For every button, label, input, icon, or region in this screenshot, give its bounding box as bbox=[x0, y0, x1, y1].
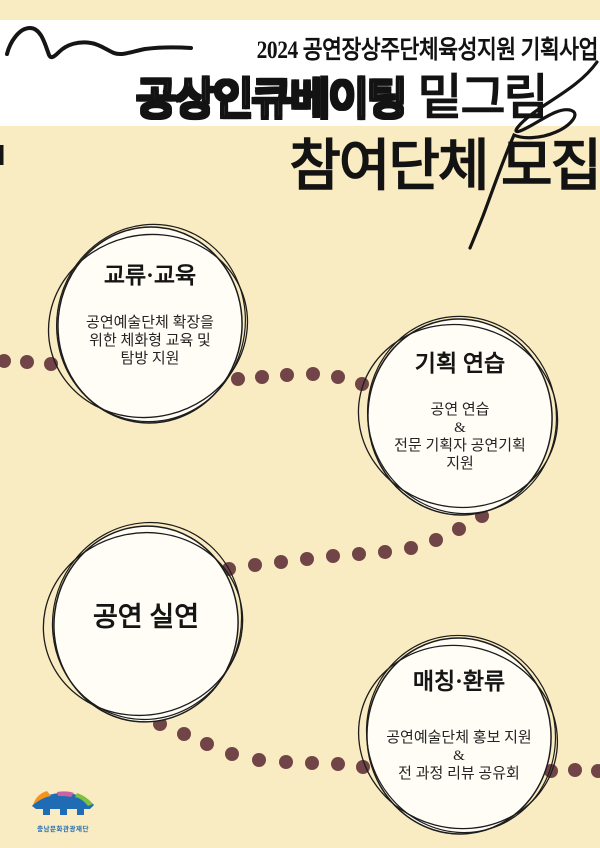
path-dot bbox=[305, 756, 319, 770]
stage-description-line: 지원 bbox=[446, 456, 474, 472]
sketch-circle-icon bbox=[47, 223, 249, 424]
path-dot bbox=[331, 757, 345, 771]
path-dot bbox=[177, 727, 191, 741]
sketch-circle-icon bbox=[357, 634, 559, 835]
path-dot bbox=[20, 355, 34, 369]
program-title: 2024 공연장상주단체육성지원 기획사업 bbox=[256, 37, 599, 64]
path-dot bbox=[231, 372, 245, 386]
stage-description-line: & bbox=[454, 420, 466, 436]
stage-circle-planning-practice: 기획 연습 공연 연습 & 전문 기획자 공연기획 지원 bbox=[352, 309, 568, 525]
path-dot bbox=[326, 549, 340, 563]
edge-tick-mark bbox=[0, 145, 4, 165]
path-dot bbox=[200, 737, 214, 751]
path-dot bbox=[452, 522, 466, 536]
stage-title: 기획 연습 bbox=[414, 351, 506, 376]
path-dot bbox=[280, 368, 294, 382]
header-white-band bbox=[0, 20, 600, 126]
stage-description-line: 전 과정 리뷰 공유회 bbox=[398, 766, 520, 782]
path-dot bbox=[352, 547, 366, 561]
stage-description-line: 공연예술단체 홍보 지원 bbox=[386, 730, 532, 746]
foundation-logo: 충남문화관광재단 bbox=[30, 791, 96, 833]
path-dot bbox=[255, 370, 269, 384]
stage-description: 공연예술단체 홍보 지원 & 전 과정 리뷰 공유회 bbox=[351, 729, 567, 783]
stage-description-line: 공연예술단체 확장을 bbox=[86, 315, 214, 331]
main-title: 공상인큐베이팅 밑그림 bbox=[135, 58, 549, 129]
path-dot bbox=[355, 377, 369, 391]
path-dot bbox=[279, 755, 293, 769]
path-dot bbox=[274, 555, 288, 569]
path-dot bbox=[225, 747, 239, 761]
foundation-roof-logo-icon bbox=[32, 791, 94, 815]
path-dot bbox=[404, 541, 418, 555]
path-dot bbox=[356, 760, 370, 774]
path-dot bbox=[248, 558, 262, 572]
foundation-logo-text: 충남문화관광재단 bbox=[37, 826, 89, 833]
path-dot bbox=[591, 764, 600, 778]
stage-circle-performance: 공연 실연 bbox=[38, 516, 254, 732]
path-dot bbox=[568, 763, 582, 777]
scribble-line-icon bbox=[5, 25, 193, 60]
stage-description: 공연 연습 & 전문 기획자 공연기획 지원 bbox=[352, 401, 568, 473]
path-dot bbox=[306, 367, 320, 381]
path-dot bbox=[378, 545, 392, 559]
main-title-outline-text: 공상인큐베이팅 bbox=[135, 74, 409, 125]
path-dot bbox=[429, 533, 443, 547]
stage-circle-matching-feedback: 매칭·환류 공연예술단체 홍보 지원 & 전 과정 리뷰 공유회 bbox=[351, 628, 567, 844]
path-dot bbox=[331, 370, 345, 384]
sketch-circle-icon bbox=[42, 521, 244, 723]
main-title-solid-text: 밑그림 bbox=[417, 71, 548, 125]
path-dot bbox=[0, 354, 11, 368]
stage-title: 매칭·환류 bbox=[412, 669, 506, 694]
sketch-circle-icon bbox=[357, 315, 559, 516]
stage-title: 교류·교육 bbox=[103, 263, 197, 288]
stage-description-line: 공연 연습 bbox=[430, 402, 490, 418]
recruitment-headline: 참여단체 모집 bbox=[289, 134, 600, 197]
stage-description: 공연예술단체 확장을 위한 체화형 교육 및 탐방 지원 bbox=[42, 314, 258, 368]
path-dot bbox=[252, 753, 266, 767]
pen-flourish-icon bbox=[468, 60, 599, 250]
stage-circle-exchange-education: 교류·교육 공연예술단체 확장을 위한 체화형 교육 및 탐방 지원 bbox=[42, 217, 258, 433]
path-dot bbox=[300, 552, 314, 566]
stage-description-line: 탐방 지원 bbox=[120, 351, 180, 367]
stage-title: 공연 실연 bbox=[92, 602, 200, 632]
path-dot bbox=[544, 764, 558, 778]
stage-description-line: 전문 기획자 공연기획 bbox=[394, 438, 526, 454]
dotted-path bbox=[0, 354, 600, 778]
stage-description-line: 위한 체화형 교육 및 bbox=[89, 333, 211, 349]
stage-description-line: & bbox=[453, 748, 465, 764]
